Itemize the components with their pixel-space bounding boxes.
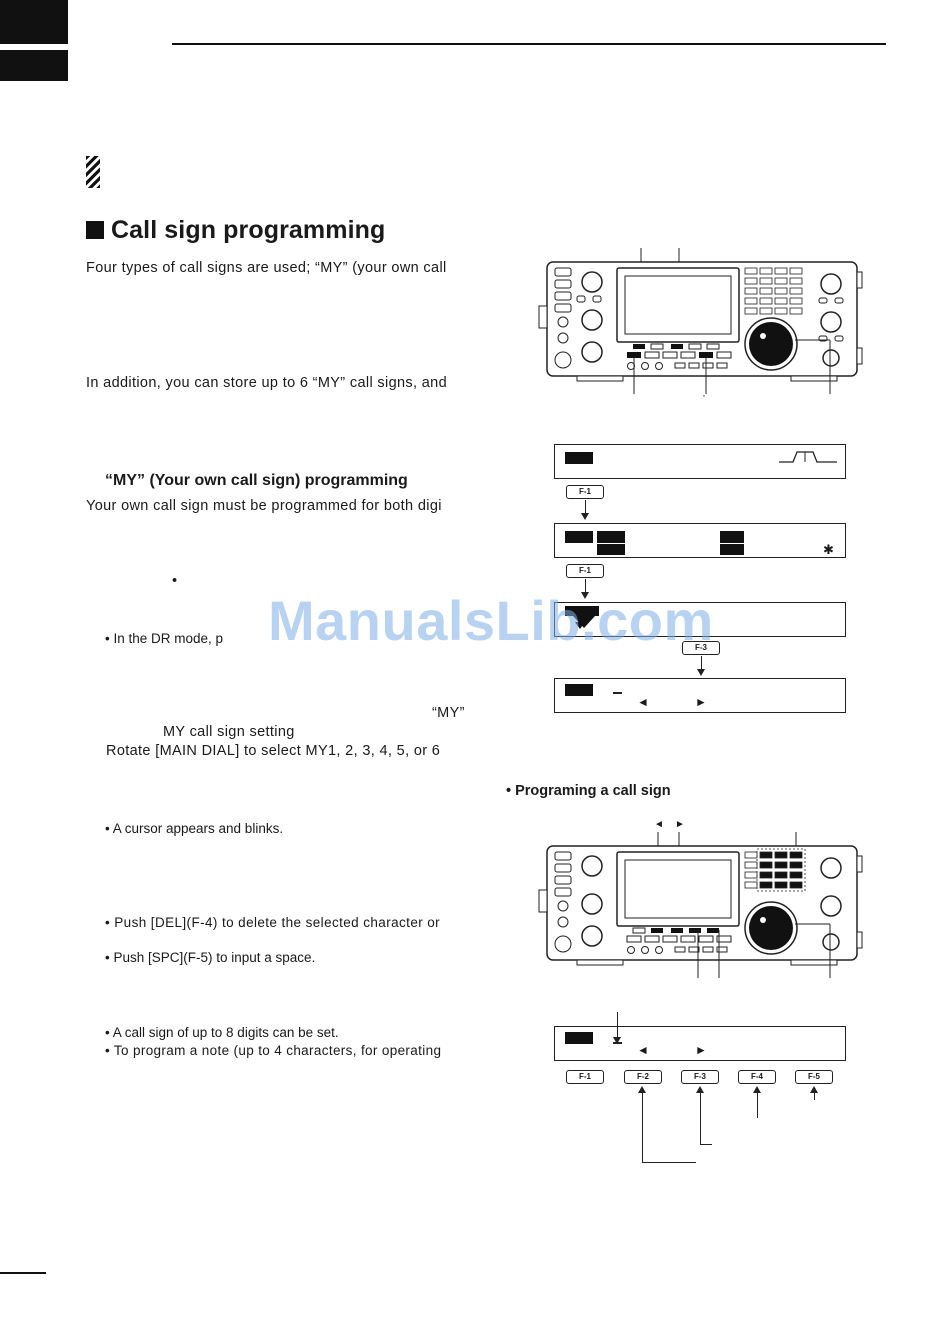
arrow-left-icon: ◄ [637,1043,649,1057]
signal-scope-icon [779,451,837,463]
f4-key[interactable]: F-4 [738,1070,776,1084]
chapter-tab-bottom [0,50,68,81]
flow-arrow-2 [581,579,589,599]
lcd-screen-3 [554,602,846,637]
lcd-inverse-label [565,452,593,464]
spc-note: • Push [SPC](F-5) to input a space. [105,950,316,965]
flow-arrow-3 [697,656,705,676]
triangle-down-small-icon [575,622,585,629]
f1-key[interactable]: F-1 [566,1070,604,1084]
callout-arrow-left-icon: ◄ [654,819,664,830]
memo-note: • To program a note (up to 4 characters,… [105,1043,442,1058]
intro-line-2: In addition, you can store up to 6 “MY” … [86,375,447,391]
callout-arrow-right-icon: ► [675,819,685,830]
my-quote-label: “MY” [432,705,465,721]
f2-callout-line [642,1162,696,1163]
f5-key[interactable]: F-5 [795,1070,833,1084]
header-rule [172,43,886,45]
section-title: Call sign programming [86,216,385,245]
lcd-programming-screen: ◄ ► [554,1026,846,1061]
watermark: ManualsLib.com [268,589,714,652]
footer-rule [0,1272,46,1274]
arrow-left-icon: ◄ [637,695,649,709]
lcd-block [597,544,625,555]
f3-key-step3[interactable]: F-3 [682,641,720,655]
bullet-dot: • [172,573,178,589]
arrow-right-icon: ► [695,1043,707,1057]
cursor-callout-arrow [613,1012,621,1044]
programming-heading: • Programing a call sign [506,783,671,799]
my-callsign-paragraph: Your own call sign must be programmed fo… [86,498,442,514]
f5-callout-arrow [810,1086,818,1100]
hatch-mark-icon [86,156,100,188]
f2-callout-arrow [638,1086,646,1162]
cursor-note: • A cursor appears and blinks. [105,821,284,836]
digits-note: • A call sign of up to 8 digits can be s… [105,1025,339,1040]
lcd-block [720,531,744,543]
lcd-block [565,531,593,543]
my-callsign-setting: MY call sign setting [163,724,295,740]
lcd-block [720,544,744,555]
f1-key-step2[interactable]: F-1 [566,564,604,578]
f3-callout-line [700,1144,712,1145]
square-bullet-icon [86,221,104,239]
f4-callout-arrow [753,1086,761,1118]
f1-key-step1[interactable]: F-1 [566,485,604,499]
intro-line-1: Four types of call signs are used; “MY” … [86,260,447,276]
lcd-block [597,531,625,543]
arrow-right-icon: ► [695,695,707,709]
lcd-block [565,1032,593,1044]
dr-mode-note: • In the DR mode, p [105,631,224,646]
cursor-underline [613,692,622,694]
f3-callout-arrow [696,1086,704,1144]
lcd-screen-4: ◄ ► [554,678,846,713]
star-icon: ✱ [823,542,834,557]
radio-front-panel-2 [538,832,863,978]
chapter-tab-top [0,0,68,44]
lcd-block [565,684,593,696]
callout-dot: · [702,388,706,402]
my-callsign-heading: “MY” (Your own call sign) programming [105,472,408,489]
flow-arrow-1 [581,500,589,520]
lcd-screen-1 [554,444,846,479]
rotate-main-dial-step: Rotate [MAIN DIAL] to select MY1, 2, 3, … [106,743,441,759]
radio-front-panel-1 [538,248,863,394]
del-note: • Push [DEL](F-4) to delete the selected… [105,915,441,930]
f2-key[interactable]: F-2 [624,1070,662,1084]
lcd-selection-block [565,606,599,616]
lcd-screen-2: ✱ [554,523,846,558]
f3-key[interactable]: F-3 [681,1070,719,1084]
